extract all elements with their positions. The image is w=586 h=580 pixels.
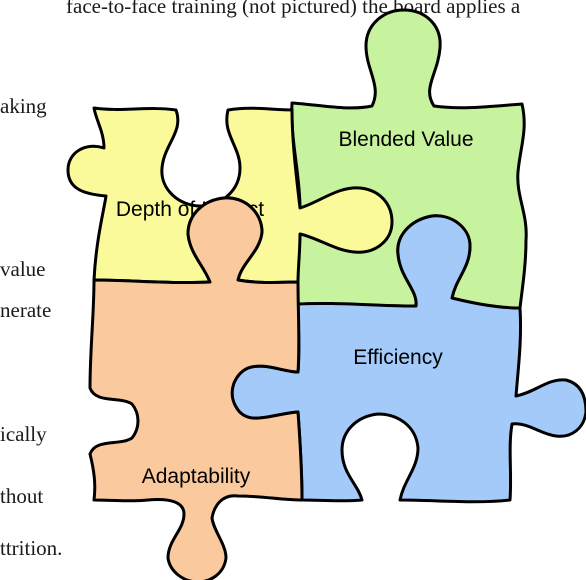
partial-text-line: aking <box>0 94 47 118</box>
partial-text-line: value <box>0 257 46 281</box>
label-efficiency: Efficiency <box>353 346 443 369</box>
partial-text-line: thout <box>0 484 44 508</box>
puzzle-piece-adaptability: Adaptability <box>88 196 304 580</box>
label-adaptability: Adaptability <box>142 465 251 488</box>
label-blended-value: Blended Value <box>338 128 473 151</box>
partial-text-line: nerate <box>0 298 52 322</box>
partial-text-line: ically <box>0 422 47 446</box>
puzzle-piece-adaptability-shape <box>88 196 304 580</box>
puzzle-piece-depth-of-impact-shape <box>66 106 394 285</box>
partial-text-line: ttrition. <box>0 536 63 560</box>
